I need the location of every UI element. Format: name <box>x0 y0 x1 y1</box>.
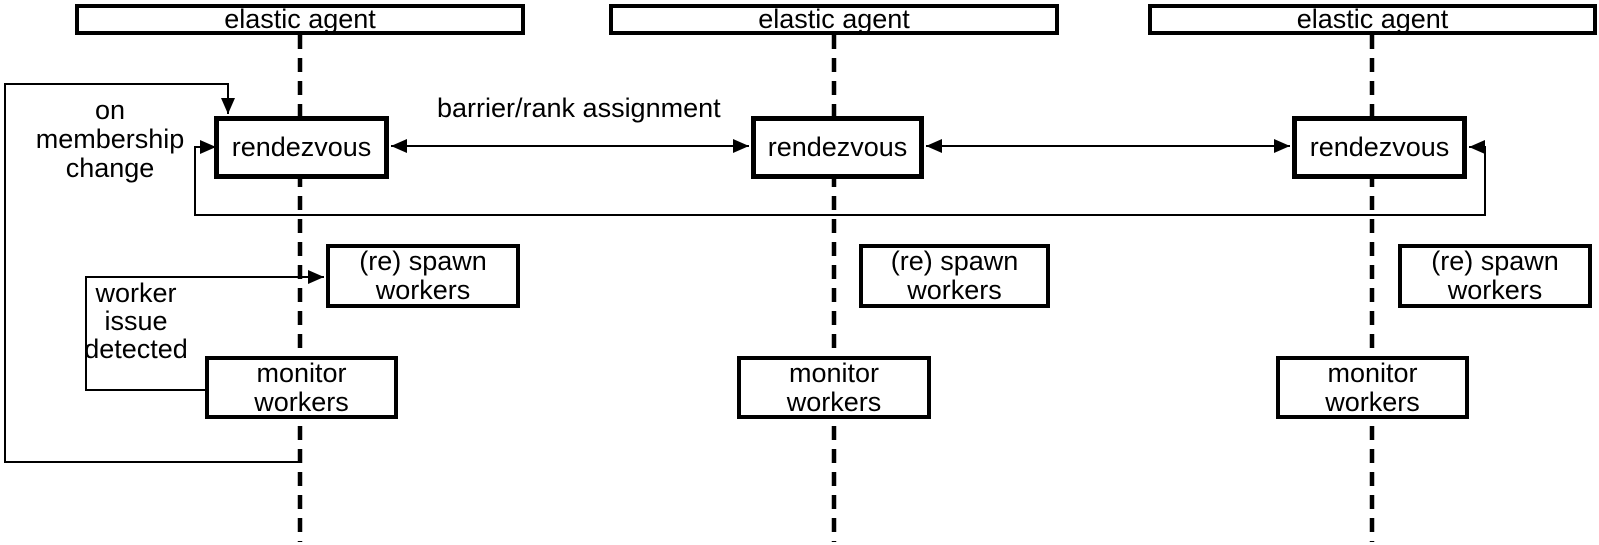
respawn-workers-box-2: (re) spawn workers <box>859 244 1050 308</box>
rendezvous-label: rendezvous <box>231 132 372 162</box>
rendezvous-box-3: rendezvous <box>1292 116 1467 179</box>
annotation-line: issue <box>104 306 168 336</box>
elastic-agent-label: elastic agent <box>758 4 910 34</box>
respawn-workers-line1: (re) spawn <box>1431 246 1559 276</box>
respawn-workers-line1: (re) spawn <box>890 246 1019 276</box>
monitor-workers-line1: monitor <box>788 357 880 388</box>
annotation-line: barrier/rank assignment <box>437 93 721 123</box>
annotation-line: worker <box>95 278 177 308</box>
respawn-workers-line2: workers <box>1447 275 1543 305</box>
worker-issue-detected-label: worker issue detected <box>56 279 216 363</box>
monitor-workers-line2: workers <box>1325 386 1420 417</box>
monitor-workers-line2: workers <box>254 386 349 417</box>
elastic-agent-label: elastic agent <box>1296 4 1449 34</box>
monitor-workers-box-2: monitor workers <box>737 356 931 419</box>
rendezvous-sync-loop <box>194 140 1486 216</box>
elastic-agent-box-3: elastic agent <box>1148 4 1597 35</box>
rendezvous-label: rendezvous <box>1309 132 1450 162</box>
annotation-line: membership <box>35 124 185 154</box>
monitor-workers-line2: workers <box>786 386 882 417</box>
respawn-workers-line2: workers <box>907 275 1002 305</box>
respawn-workers-box-1: (re) spawn workers <box>326 244 520 308</box>
elastic-agent-box-1: elastic agent <box>75 4 525 35</box>
elastic-agent-label: elastic agent <box>224 4 376 34</box>
rendezvous-label: rendezvous <box>767 132 908 162</box>
rendezvous-box-2: rendezvous <box>751 116 924 179</box>
monitor-workers-box-1: monitor workers <box>205 356 398 419</box>
annotation-line: on <box>94 95 126 125</box>
respawn-workers-line2: workers <box>375 275 471 305</box>
respawn-workers-box-3: (re) spawn workers <box>1398 244 1592 308</box>
rendezvous-box-1: rendezvous <box>214 116 389 179</box>
annotation-line: detected <box>84 334 188 364</box>
monitor-workers-line1: monitor <box>1327 357 1418 388</box>
on-membership-change-label: on membership change <box>30 96 190 183</box>
monitor-workers-line1: monitor <box>256 357 347 388</box>
elastic-agent-box-2: elastic agent <box>609 4 1059 35</box>
barrier-rank-assignment-label: barrier/rank assignment <box>437 94 721 123</box>
annotation-line: change <box>65 153 155 183</box>
respawn-workers-line1: (re) spawn <box>359 246 487 276</box>
monitor-workers-box-3: monitor workers <box>1276 356 1469 419</box>
membership-change-loop <box>4 83 300 463</box>
worker-issue-loop <box>85 270 324 391</box>
